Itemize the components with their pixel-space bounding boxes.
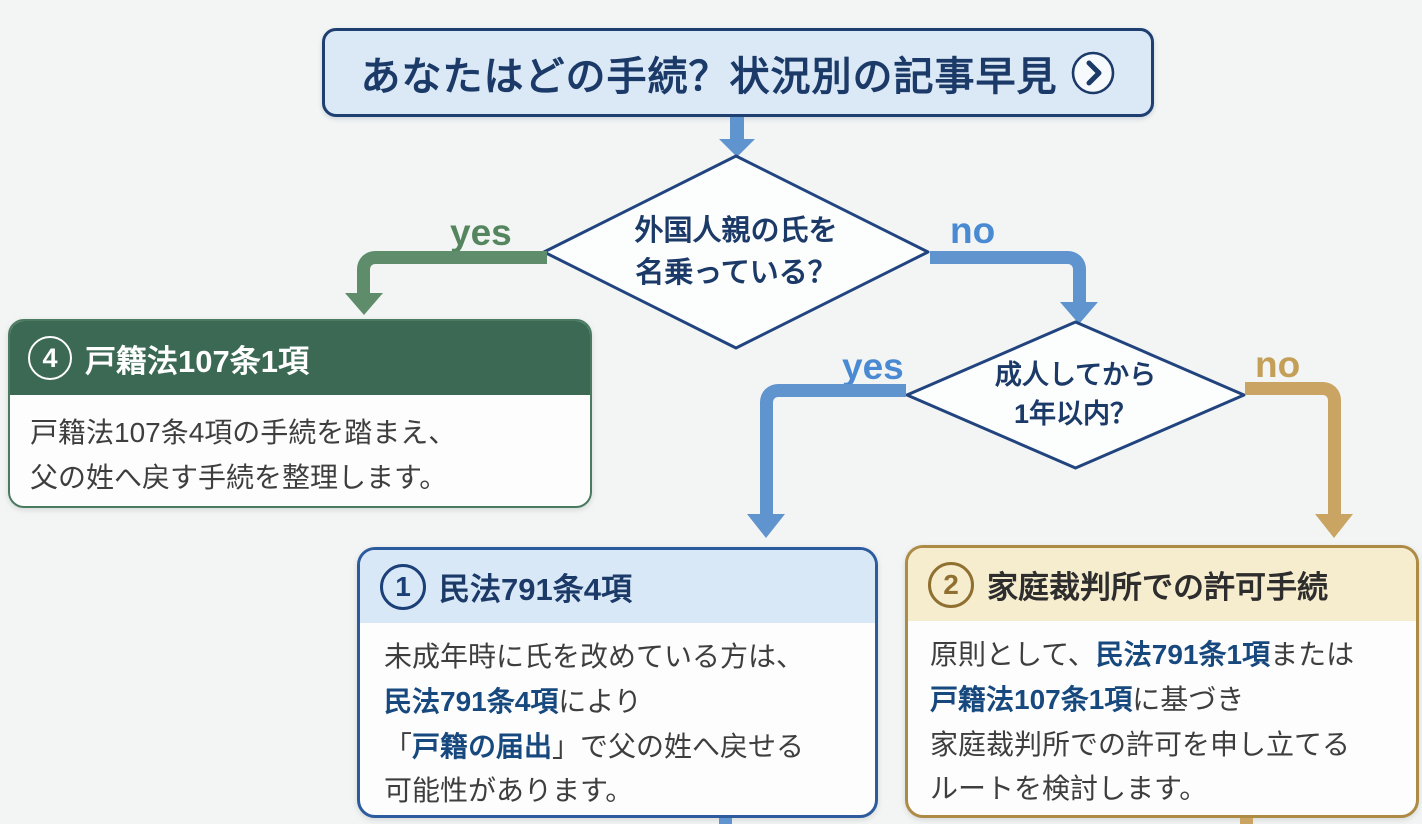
label-no-decision2: no — [1255, 344, 1301, 385]
diamond-shape-2 — [905, 320, 1246, 470]
card-minpo791-title: 民法791条4項 — [439, 572, 632, 607]
arrowhead-yes-to-minpo791 — [747, 514, 785, 538]
decision2-question: 成人してから 1年以内？ — [903, 318, 1248, 472]
card-koseki107-body-line1: 戸籍法107条4項の手続を踏まえ、 — [30, 417, 457, 448]
card-minpo791-body-line4: 可能性があります。 — [384, 775, 634, 807]
connector-no-to-decision2 — [930, 251, 1086, 305]
card-minpo791-body-line2: 民法791条4項により — [384, 680, 851, 725]
quick-guide-button[interactable]: あなたはどの手続？状況別の記事早見 — [322, 28, 1154, 117]
card-koseki107-header: 4 戸籍法107条1項 — [10, 321, 590, 395]
card-koseki107-body: 戸籍法107条4項の手続を踏まえ、 父の姓へ戻す手続を整理します。 — [10, 395, 590, 506]
chevron-right-circle-icon — [1071, 51, 1114, 94]
koseki-notification-strong-ref: 戸籍の届出 — [412, 730, 553, 762]
card-court-permission: 2 家庭裁判所での許可手続 原則として、民法791条1項または 戸籍法107条1… — [905, 545, 1419, 818]
diamond-shape-1 — [542, 154, 930, 350]
card-minpo791-body-line3: 「戸籍の届出」で父の姓へ戻せる — [384, 725, 851, 770]
connector-yes-to-minpo791 — [760, 384, 906, 516]
card-koseki107-body-line2: 父の姓へ戻す手続を整理します。 — [30, 462, 448, 494]
card-court-header: 2 家庭裁判所での許可手続 — [908, 548, 1416, 621]
decision2-question-line1: 成人してから — [994, 359, 1157, 390]
decision-within-one-year-of-adulthood: 成人してから 1年以内？ — [903, 318, 1248, 472]
card-court-body-line3: 家庭裁判所での許可を申し立てる — [930, 728, 1351, 760]
arrowhead-yes-to-koseki107 — [345, 293, 383, 315]
decision2-question-line2: 1年以内？ — [1013, 399, 1138, 429]
minpo791-line2-rest: により — [558, 685, 642, 717]
card-court-body-line1: 原則として、民法791条1項または — [930, 633, 1394, 678]
court-line2-post: に基づき — [1132, 683, 1245, 715]
card-court-body-line4: ルートを検討します。 — [930, 773, 1208, 805]
card-court-body-line2: 戸籍法107条1項に基づき — [930, 678, 1394, 723]
connector-stub-gold — [1240, 818, 1253, 824]
badge-circle-2: 2 — [928, 561, 974, 608]
label-no-decision1: no — [950, 210, 996, 251]
decision1-question: 外国人親の氏を 名乗っている？ — [540, 152, 932, 352]
decision1-question-line1: 外国人親の氏を — [634, 214, 838, 247]
arrowhead-header-to-decision1 — [719, 139, 755, 157]
label-yes-decision1: yes — [450, 212, 512, 253]
badge-circle-1: 1 — [380, 563, 426, 610]
court-line1-post: または — [1270, 639, 1355, 670]
connector-header-to-decision1 — [730, 117, 744, 140]
minpo791-1-strong-ref: 民法791条1項 — [1095, 639, 1271, 670]
connector-yes-to-koseki107 — [357, 251, 547, 295]
card-minpo791-header: 1 民法791条4項 — [360, 550, 875, 623]
badge-circle-4: 4 — [28, 336, 72, 380]
decision-foreign-parent-surname: 外国人親の氏を 名乗っている？ — [540, 152, 932, 352]
arrowhead-no-to-court — [1315, 514, 1353, 538]
koseki107-1-strong-ref: 戸籍法107条1項 — [930, 683, 1133, 715]
label-yes-decision2: yes — [842, 346, 904, 387]
quick-guide-title: あなたはどの手続？状況別の記事早見 — [360, 54, 1058, 99]
minpo791-line3-open: 「 — [384, 730, 413, 762]
minpo791-strong-ref: 民法791条4項 — [384, 685, 559, 717]
card-court-body: 原則として、民法791条1項または 戸籍法107条1項に基づき 家庭裁判所での許… — [908, 621, 1416, 815]
court-line1-pre: 原則として、 — [930, 639, 1096, 670]
minpo791-line3-close: 」で父の姓へ戻せる — [552, 730, 805, 762]
connector-stub-blue — [719, 818, 732, 824]
connector-no-to-court — [1245, 382, 1341, 516]
card-minpo791: 1 民法791条4項 未成年時に氏を改めている方は、 民法791条4項により 「… — [357, 547, 878, 818]
card-minpo791-body: 未成年時に氏を改めている方は、 民法791条4項により 「戸籍の届出」で父の姓へ… — [360, 623, 875, 815]
card-koseki107: 4 戸籍法107条1項 戸籍法107条4項の手続を踏まえ、 父の姓へ戻す手続を整… — [8, 319, 592, 508]
card-court-title: 家庭裁判所での許可手続 — [987, 570, 1328, 605]
arrowhead-no-to-decision2 — [1060, 302, 1098, 324]
card-koseki107-title: 戸籍法107条1項 — [85, 343, 309, 379]
decision1-question-line2: 名乗っている？ — [635, 257, 837, 289]
card-minpo791-body-line1: 未成年時に氏を改めている方は、 — [384, 641, 805, 672]
